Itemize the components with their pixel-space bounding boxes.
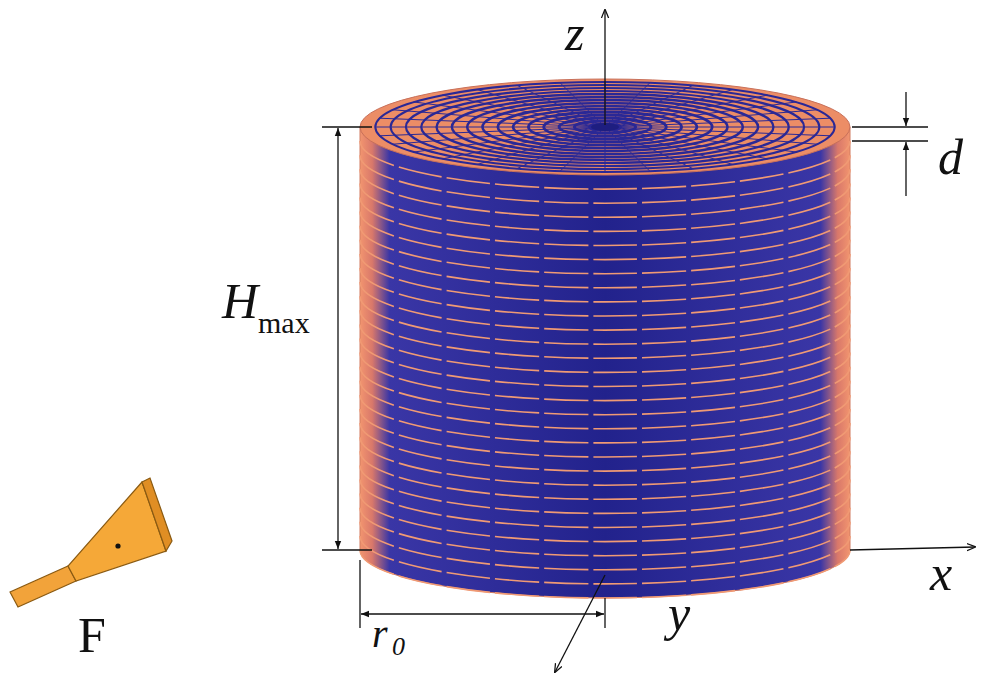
disk-edge	[360, 381, 850, 429]
disk-edge	[360, 423, 850, 471]
top-spoke	[605, 127, 693, 169]
disk-edge	[360, 324, 850, 372]
axis-label: x	[930, 548, 952, 598]
disk-edge	[360, 522, 850, 570]
top-spoke	[375, 127, 605, 128]
disk-edge	[360, 310, 850, 358]
z-axis	[604, 10, 605, 125]
disk-edge	[360, 353, 850, 401]
disk-stack	[360, 79, 850, 598]
top-spoke	[605, 127, 606, 172]
axes	[322, 10, 975, 672]
disk-edge	[360, 183, 850, 231]
disk-edge	[360, 296, 850, 344]
top-spoke	[605, 118, 831, 127]
disk-edge	[360, 480, 850, 528]
top-spoke	[605, 127, 835, 128]
cylinder-body	[360, 127, 850, 598]
disk-edge	[360, 226, 850, 274]
top-spoke	[605, 127, 650, 171]
top-spoke	[605, 110, 818, 127]
disk-edge	[360, 268, 850, 316]
axis-label: z	[565, 8, 584, 58]
subscript-label: max	[258, 308, 310, 338]
disk-edge	[360, 494, 850, 542]
top-spoke	[517, 85, 605, 127]
extension-line	[322, 549, 372, 550]
dimension-line	[905, 92, 906, 126]
top-spoke	[414, 102, 605, 127]
dimension-line	[337, 128, 338, 549]
disk-edge	[360, 339, 850, 387]
top-spoke	[379, 127, 605, 136]
disk-edge	[360, 395, 850, 443]
axis-label: H	[222, 276, 258, 326]
extension-line	[604, 598, 605, 628]
disk-edge	[360, 550, 850, 598]
dimension-line	[905, 142, 906, 196]
disk-edge	[360, 169, 850, 217]
horn-face	[142, 478, 172, 551]
extension-line	[852, 140, 928, 141]
top-spoke	[442, 127, 605, 159]
y-axis	[555, 575, 605, 672]
axis-label: r	[372, 614, 388, 654]
phase-center	[115, 543, 120, 548]
disk-edge	[360, 254, 850, 302]
extension-line	[359, 560, 360, 628]
disk-edge	[360, 198, 850, 246]
disk-edge	[360, 367, 850, 415]
disk-edge	[360, 212, 850, 260]
disk-edge	[360, 536, 850, 584]
axis-label: y	[668, 588, 690, 638]
horn-antenna	[10, 478, 172, 607]
disk-edge	[360, 508, 850, 556]
dimension-line	[361, 613, 604, 614]
axis-label: d	[938, 132, 963, 182]
top-spoke	[605, 127, 768, 159]
disk-edge	[360, 409, 850, 457]
axis-label: F	[78, 610, 106, 660]
disk-edge	[360, 465, 850, 513]
top-spoke	[442, 95, 605, 127]
top-spoke	[605, 127, 796, 152]
disk-edge	[360, 451, 850, 499]
top-spoke	[560, 83, 605, 127]
disk-edge	[360, 240, 850, 288]
x-axis	[850, 547, 975, 550]
disk-edge	[360, 282, 850, 330]
horn-face	[10, 566, 76, 607]
subscript-label: 0	[392, 634, 405, 660]
disk-edge	[360, 437, 850, 485]
extension-line	[322, 126, 372, 127]
top-spoke	[605, 95, 768, 127]
extension-line	[852, 126, 928, 127]
top-spoke	[392, 127, 605, 144]
